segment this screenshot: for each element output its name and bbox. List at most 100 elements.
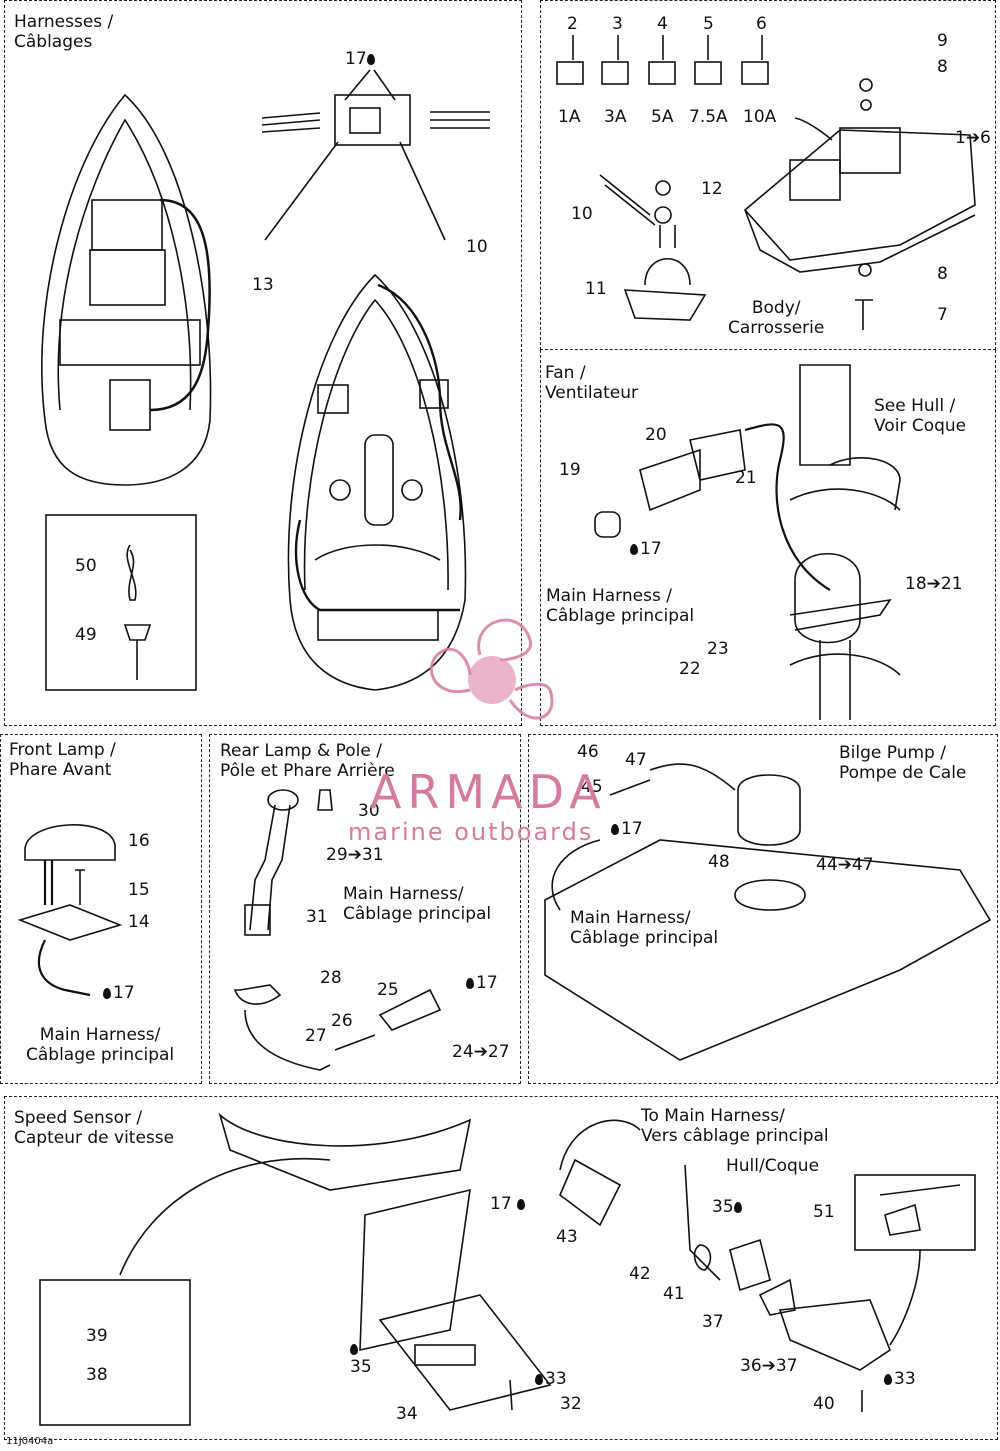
see-hull-label: See Hull / Voir Coque [874,396,967,436]
sealant-drop-icon [103,988,111,999]
callout-8-bottom: 8 [937,264,948,284]
bilge-pump [544,763,992,1061]
callout-28: 28 [320,968,342,988]
callout-18-21: 18➔21 [905,574,963,594]
callout-44-47: 44➔47 [816,855,874,875]
callout-12: 12 [701,179,723,199]
fuse-rating-7-5a: 7.5A [689,107,728,127]
callout-36-37: 36➔37 [740,1356,798,1376]
callout-24-27: 24➔27 [452,1042,510,1062]
panel-fan [540,350,996,726]
callout-17-rear: 17 [466,974,498,992]
rear-lamp-pole [233,789,442,1071]
fuse-box [743,117,976,273]
watermark-propeller [429,618,554,720]
fan-main-harness-label: Main Harness / Câblage principal [546,586,695,626]
callout-35-top: 35 [712,1198,744,1216]
callout-7: 7 [937,305,948,325]
sealant-drop-icon [535,1374,543,1385]
bilge-pump-title: Bilge Pump / Pompe de Cale [839,743,967,783]
callout-14: 14 [128,912,150,932]
rear-lamp-main-harness: Main Harness/ Câblage principal [343,884,492,924]
front-lamp [17,824,123,997]
callout-19: 19 [559,460,581,480]
callout-33-left: 33 [535,1370,567,1388]
drawing-code: 11J0404a [6,1436,54,1447]
callout-45: 45 [581,777,603,797]
fuse-number-6: 6 [756,14,767,34]
sealant-drop-icon [611,824,619,835]
callout-37: 37 [702,1312,724,1332]
boat-top-view [41,93,212,486]
callout-10-fuse: 10 [571,204,593,224]
callout-51: 51 [813,1202,835,1222]
callout-25: 25 [377,980,399,1000]
sealant-drop-icon [517,1199,526,1210]
fuse-number-4: 4 [657,14,668,34]
panel-rear-lamp [209,734,521,1084]
callout-1-6: 1➔6 [955,128,991,148]
callout-41: 41 [663,1284,685,1304]
watermark-brand: ARMADA [370,765,607,819]
harness-connector [261,69,490,241]
callout-34: 34 [396,1404,418,1424]
speed-sensor-title: Speed Sensor / Capteur de vitesse [14,1108,175,1148]
fuse-rating-3a: 3A [604,107,627,127]
callout-17-speed: 17 [490,1195,527,1213]
callout-39: 39 [86,1326,108,1346]
sealant-drop-icon [630,544,638,555]
callout-42: 42 [629,1264,651,1284]
sealant-drop-icon [350,1344,358,1355]
callout-13: 13 [252,275,274,295]
callout-20: 20 [645,425,667,445]
sealant-drop-icon [884,1374,892,1385]
sealant-drop-icon [366,54,375,65]
callout-17-bilge: 17 [611,820,643,838]
to-main-harness-label: To Main Harness/ Vers câblage principal [641,1106,829,1146]
callout-50: 50 [75,556,97,576]
hull-bottom-view [287,273,467,691]
watermark-sub: marine outboards [348,818,594,846]
callout-15: 15 [128,880,150,900]
fan-assembly [594,364,901,720]
callout-27: 27 [305,1026,327,1046]
callout-38: 38 [86,1365,108,1385]
bilge-main-harness: Main Harness/ Câblage principal [570,908,719,948]
sealant-drop-icon [466,978,474,989]
fuse-number-3: 3 [612,14,623,34]
callout-22: 22 [679,659,701,679]
callout-49: 49 [75,625,97,645]
panel-harnesses [4,0,522,726]
callout-35-bottom: 35 [350,1340,372,1376]
front-lamp-main-harness: Main Harness/ Câblage principal [26,1025,175,1065]
fuse-rating-5a: 5A [651,107,674,127]
sealant-drop-icon [733,1202,742,1213]
callout-48: 48 [708,852,730,872]
panel-speed-sensor [4,1096,998,1440]
panel-front-lamp [0,734,202,1084]
fuse-rating-10a: 10A [743,107,777,127]
rear-lamp-title: Rear Lamp & Pole / Pôle et Phare Arrière [220,741,395,781]
callout-26: 26 [331,1011,353,1031]
callout-29-31: 29➔31 [326,845,384,865]
callout-23: 23 [707,639,729,659]
body-label: Body/ Carrosserie [728,298,825,338]
speed-sensor-assembly [39,1112,976,1426]
callout-11: 11 [585,279,607,299]
callout-10: 10 [466,237,488,257]
callout-40: 40 [813,1394,835,1414]
callout-17-front: 17 [103,984,135,1002]
hull-label: Hull/Coque [726,1156,820,1176]
harnesses-title: Harnesses / Câblages [14,12,114,52]
callout-16: 16 [128,831,150,851]
callout-33-right: 33 [884,1370,916,1388]
callout-21: 21 [735,468,757,488]
front-lamp-title: Front Lamp / Phare Avant [9,740,116,780]
fuse-rating-1a: 1A [558,107,581,127]
fuse-number-2: 2 [567,14,578,34]
fuse-set [556,35,769,85]
callout-31: 31 [306,907,328,927]
callout-17-fan: 17 [630,540,662,558]
callout-47: 47 [625,750,647,770]
